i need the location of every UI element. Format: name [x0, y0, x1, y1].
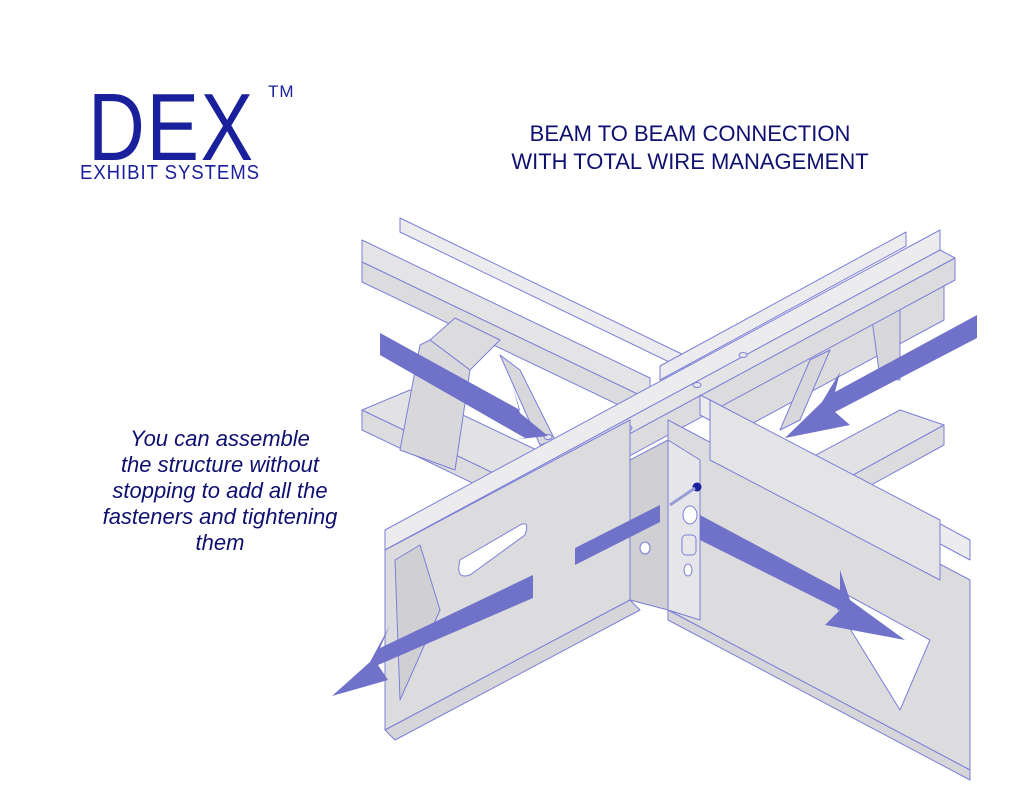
title-line-1: BEAM TO BEAM CONNECTION — [529, 121, 851, 146]
caption-line-5: them — [195, 530, 245, 555]
caption-line-3: stopping to add all the — [112, 478, 328, 503]
logo-brand: DEX — [88, 74, 255, 181]
caption-line-2: the structure without — [120, 452, 320, 477]
arrow-lower-left-outward — [332, 575, 533, 696]
beam-front-left — [384, 419, 641, 741]
dex-logo: DEX TM EXHIBIT SYSTEMS — [80, 80, 310, 190]
feature-caption: You can assemble the structure without s… — [70, 426, 370, 556]
title-line-2: WITH TOTAL WIRE MANAGEMENT — [511, 149, 869, 174]
connector-bracket — [629, 439, 702, 621]
arrow-upper-left-inward — [380, 333, 548, 440]
arrow-lower-right-outward — [700, 515, 905, 640]
arrow-center-left-segment — [575, 505, 660, 565]
logo-subtitle: EXHIBIT SYSTEMS — [80, 162, 261, 184]
logo-trademark: TM — [268, 82, 295, 101]
page-title: BEAM TO BEAM CONNECTION WITH TOTAL WIRE … — [470, 120, 910, 176]
arrow-upper-right-inward — [785, 315, 977, 438]
caption-line-4: fasteners and tightening — [102, 504, 338, 529]
caption-line-1: You can assemble — [130, 426, 310, 451]
beam-back-left — [361, 217, 691, 526]
